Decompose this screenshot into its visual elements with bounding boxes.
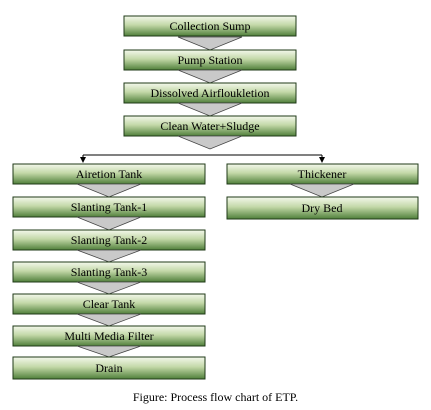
node-dry-bed: Dry Bed (226, 196, 419, 220)
node-label: Collection Sump (170, 19, 251, 33)
flow-arrow (76, 216, 142, 231)
node-label: Dissolved Airfloukletion (151, 86, 270, 100)
flow-arrow (177, 102, 243, 117)
node-multi-media-filter: Multi Media Filter (12, 325, 206, 347)
node-airetion-tank: Airetion Tank (12, 163, 206, 185)
flow-arrow (76, 249, 142, 263)
flow-arrow (177, 69, 243, 84)
node-label: Thickener (298, 167, 347, 181)
flow-arrow (76, 281, 142, 295)
node-label: Airetion Tank (76, 167, 143, 181)
flow-arrow (76, 313, 142, 327)
flow-arrow (289, 183, 355, 198)
node-drain: Drain (12, 356, 206, 380)
flow-arrow (76, 345, 142, 358)
node-dissolved-air: Dissolved Airfloukletion (123, 82, 297, 104)
node-label: Slanting Tank-2 (71, 233, 148, 247)
node-label: Slanting Tank-3 (71, 265, 148, 279)
figure-caption: Figure: Process flow chart of ETP. (132, 390, 299, 404)
node-pump-station: Pump Station (123, 49, 297, 71)
flow-arrow (76, 183, 142, 198)
node-slanting-tank-3: Slanting Tank-3 (12, 261, 206, 283)
node-label: Multi Media Filter (64, 329, 153, 343)
branch-connector (80, 154, 325, 163)
node-label: Slanting Tank-1 (71, 200, 148, 214)
node-slanting-tank-2: Slanting Tank-2 (12, 229, 206, 251)
node-label: Drain (95, 361, 122, 375)
node-label: Clear Tank (83, 297, 136, 311)
node-label: Dry Bed (302, 201, 343, 215)
node-clean-water-sludge: Clean Water+Sludge (123, 115, 297, 137)
node-label: Clean Water+Sludge (160, 119, 259, 133)
node-thickener: Thickener (226, 163, 419, 185)
flow-arrow (177, 135, 243, 150)
node-collection-sump: Collection Sump (123, 15, 297, 37)
flow-arrow (177, 36, 243, 51)
node-slanting-tank-1: Slanting Tank-1 (12, 196, 206, 218)
node-clear-tank: Clear Tank (12, 293, 206, 315)
node-label: Pump Station (177, 53, 242, 67)
